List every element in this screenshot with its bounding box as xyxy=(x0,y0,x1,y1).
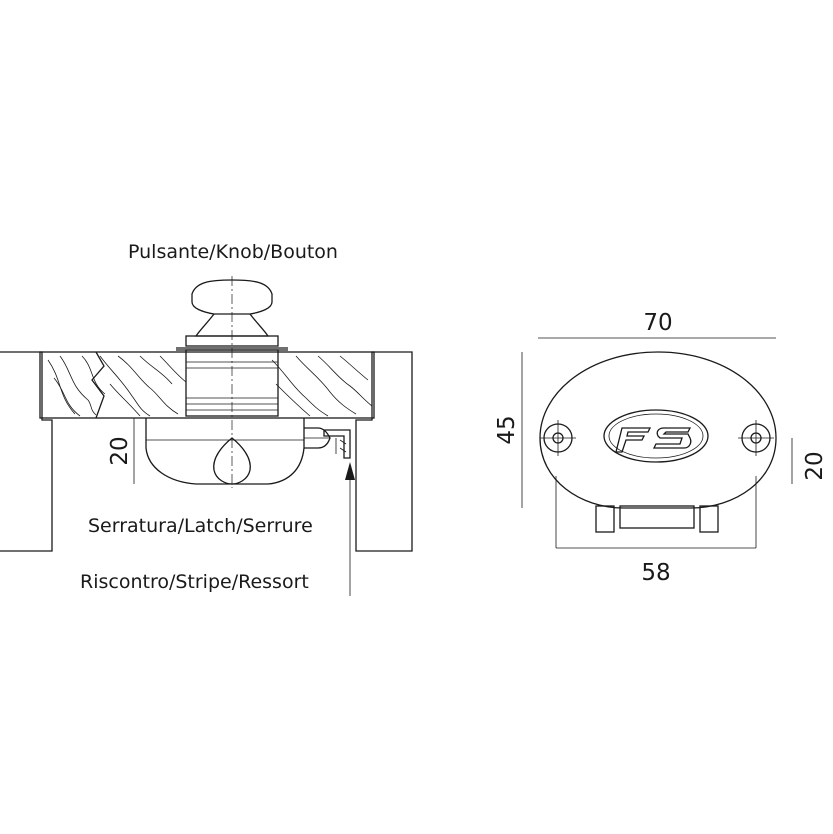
width-top-dimension: 70 xyxy=(538,310,776,339)
bottom-tabs xyxy=(595,505,719,533)
screw-hole-left xyxy=(540,420,576,456)
width-top-value: 70 xyxy=(643,310,672,336)
stripe-leader xyxy=(345,462,355,596)
front-view: 70 45 20 58 xyxy=(494,310,828,586)
section-view: 20 Pulsante/Knob/Bouton Serratura/Latch/… xyxy=(0,241,413,596)
latch-height-value: 20 xyxy=(107,436,133,465)
left-jamb xyxy=(0,351,53,552)
latch-body xyxy=(145,418,331,485)
fs-logo xyxy=(603,409,709,463)
arrow-up-icon xyxy=(345,462,355,480)
height-right-dimension: 20 xyxy=(791,438,828,484)
screw-hole-right xyxy=(738,420,774,456)
latch-height-dimension: 20 xyxy=(107,418,135,484)
knob xyxy=(176,276,288,488)
right-frame xyxy=(355,351,413,552)
height-right-value: 20 xyxy=(802,451,828,480)
stripe xyxy=(323,429,351,459)
oval-plate xyxy=(539,351,777,509)
knob-label: Pulsante/Knob/Bouton xyxy=(128,241,338,263)
height-left-value: 45 xyxy=(494,415,520,444)
width-bottom-value: 58 xyxy=(641,560,670,586)
latch-label: Serratura/Latch/Serrure xyxy=(88,515,313,537)
keyhole xyxy=(213,437,251,485)
wood-panel xyxy=(39,351,375,419)
height-left-dimension: 45 xyxy=(494,352,523,508)
width-bottom-dimension: 58 xyxy=(555,476,757,586)
stripe-label: Riscontro/Stripe/Ressort xyxy=(80,571,309,593)
